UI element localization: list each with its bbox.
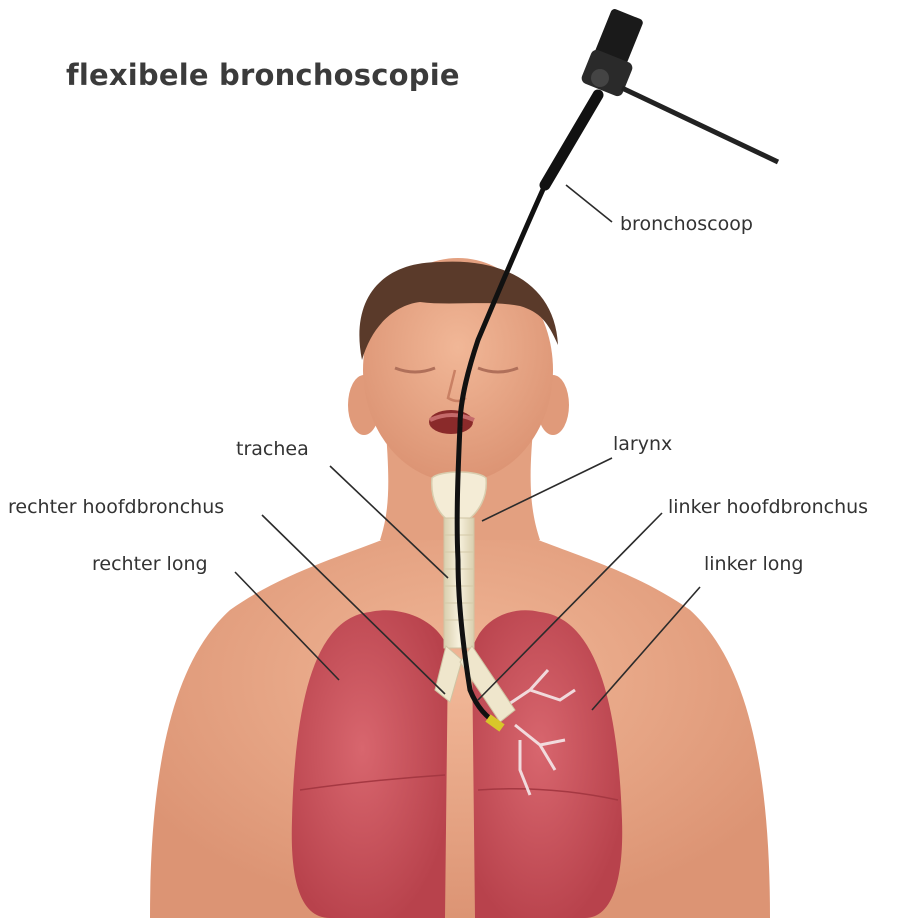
label-trachea: trachea <box>236 438 309 460</box>
label-rechter-hoofdbronchus: rechter hoofdbronchus <box>8 496 224 518</box>
label-larynx: larynx <box>613 433 672 455</box>
label-rechter-long: rechter long <box>92 553 208 575</box>
label-bronchoscoop: bronchoscoop <box>620 213 753 235</box>
leader-bronchoscoop <box>566 185 612 222</box>
label-linker-hoofdbronchus: linker hoofdbronchus <box>668 496 868 518</box>
label-linker-long: linker long <box>704 553 803 575</box>
page-title: flexibele bronchoscopie <box>66 58 460 92</box>
